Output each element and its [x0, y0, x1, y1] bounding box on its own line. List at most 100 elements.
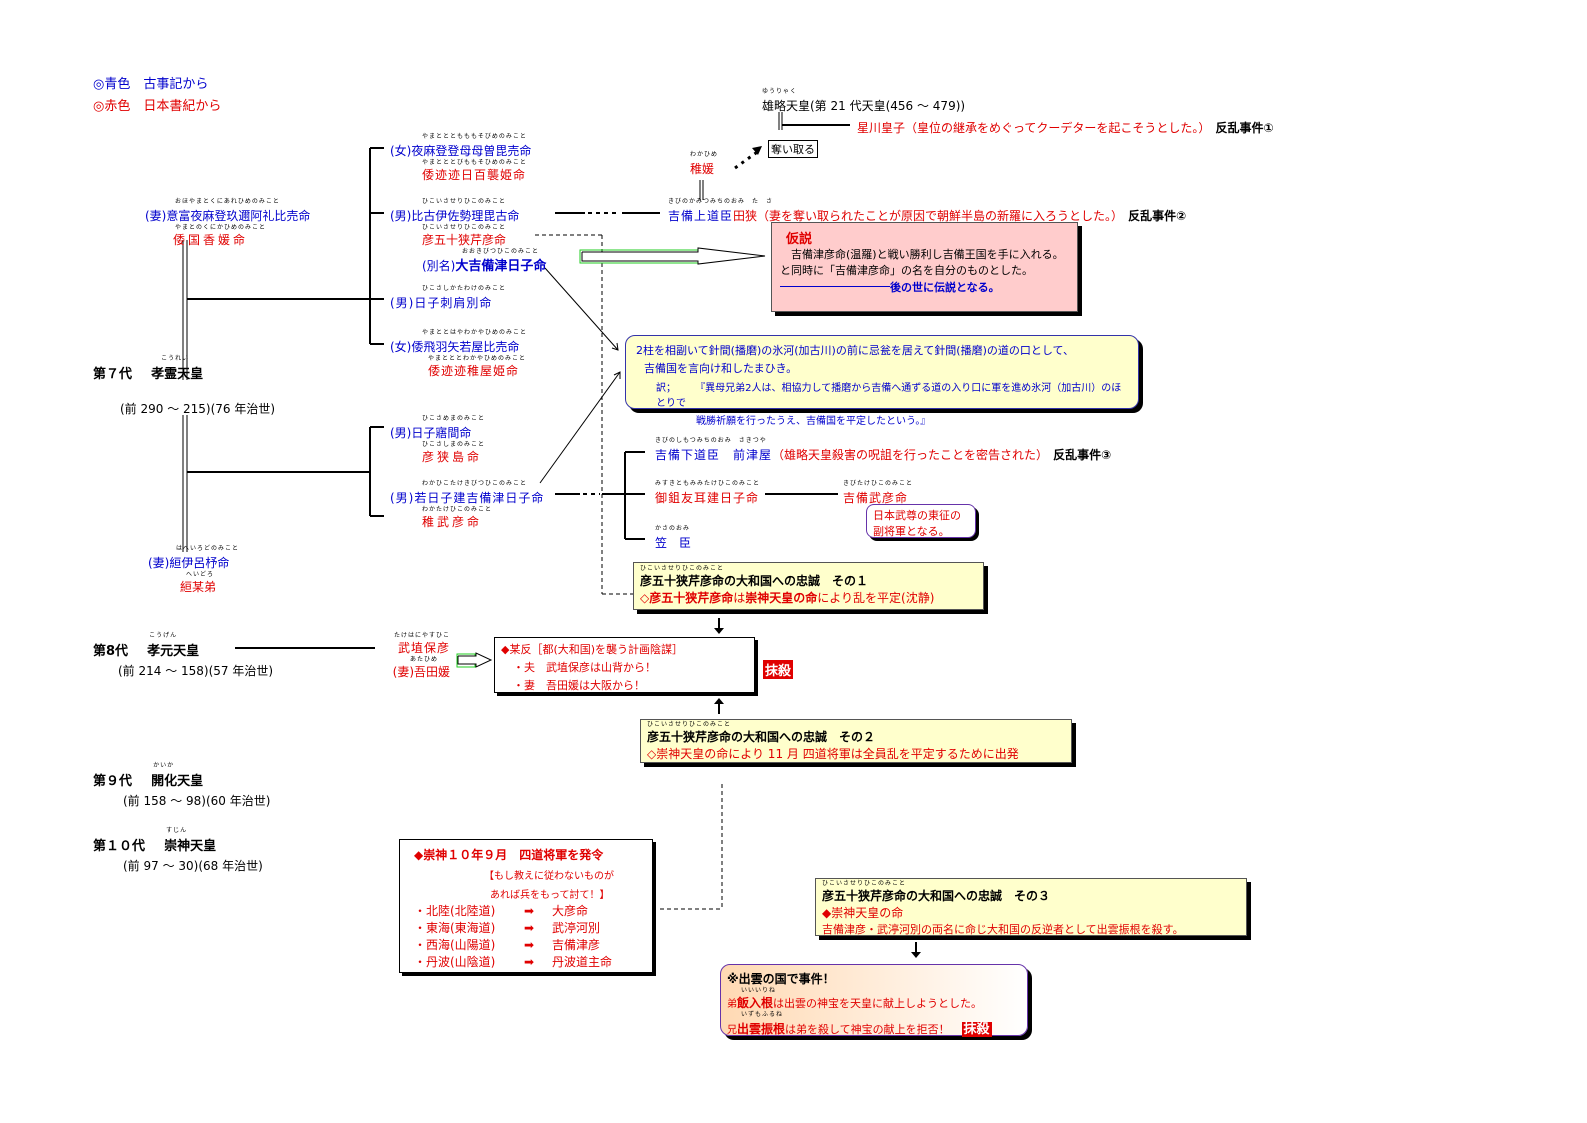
misuki: みすきともみみたけひこのみこと 御鉏友耳建日子命: [655, 480, 760, 506]
hypothesis-body: 吉備津彦命(温羅)と戦い勝利し吉備王国を手に入れる。と同時に「吉備津彦命」の名を…: [780, 248, 1064, 277]
shido-general: 丹波道主命: [552, 955, 613, 969]
child-wakaya: やまととはやわかやひめのみこと (女)倭飛羽矢若屋比売命 やまとととわかやひめの…: [390, 329, 527, 379]
loyalty-1-subject: ◇彦五十狭芹彦命: [640, 591, 734, 605]
arrow-right-icon: ➡: [524, 904, 535, 918]
child-nihonshoki: 彦五十狭芹彦命: [422, 233, 507, 247]
emperor-9-gen: 第９代: [93, 774, 133, 789]
child-nihonshoki: 倭迹迹日百襲姫命: [422, 168, 527, 182]
emperor-10-name: 崇神天皇: [164, 839, 217, 854]
alias-ruby: おおきびつひこのみこと: [462, 248, 540, 255]
child-kojiki: (男)若日子建吉備津日子命: [390, 491, 545, 505]
harima-trans-label: 訳；: [656, 383, 676, 394]
kibi-takehiko: きびたけひこのみこと 吉備武彦命: [843, 480, 913, 506]
loyalty-2-line: ◇崇神天皇の命により 11 月 四道将軍は全員乱を平定するために出発: [647, 747, 1019, 761]
wakahime: わかひめ 稚媛: [690, 151, 718, 177]
wife2-ruby: はへいろどのみこと: [176, 545, 240, 552]
child-yamatotomomoso: やまととともももそびめのみこと (女)夜麻登登母母曽毘売命 やまとととびももそひ…: [390, 133, 531, 183]
yuryaku-ruby: ゆうりゃく: [762, 88, 798, 95]
child-sashikatawake: ひこさしかたわけのみこと (男)日子刺肩別命: [390, 285, 506, 311]
harima-trans2: 戦勝祈願を行ったうえ、吉備国を平定したという。』: [696, 416, 931, 427]
shido-general: 大彦命: [552, 904, 589, 918]
child-nihonshoki: 稚武彦命: [422, 515, 483, 529]
loyalty-2-title: 彦五十狭芹彦命の大和国への忠誠 その２: [647, 730, 876, 744]
loyalty-1-ruby: ひこいさせりひこのみこと: [640, 565, 725, 572]
loyalty-2-box: ひこいさせりひこのみこと 彦五十狭芹彦命の大和国への忠誠 その２ ◇崇神天皇の命…: [640, 719, 1072, 763]
child-ruby: やまととともももそびめのみこと: [422, 133, 527, 140]
emperor-7-reign: (前 290 ～ 215)(76 年治世): [120, 402, 276, 416]
child-kojiki: (男)日子寤間命: [390, 426, 472, 440]
kamitsumichi-ruby: きびのかみつみちのおみ た さ: [668, 198, 774, 205]
alias-name: 大吉備津日子命: [455, 259, 547, 274]
wife1-ruby2: やまとのくにかひめのみこと: [175, 224, 266, 231]
child-nihonshoki: 倭迹迹稚屋姫命: [428, 364, 520, 378]
misuki-name: 御鉏友耳建日子命: [655, 491, 760, 505]
child-ruby2: やまとととびももそひめのみこと: [422, 159, 527, 166]
shido-general: 吉備津彦: [552, 938, 601, 952]
harima-line1: 2柱を相副いて針間(播磨)の氷河(加古川)の前に忌瓮を居えて針間(播磨)の道の口…: [636, 344, 1074, 357]
harima-line2: 吉備国を言向け和したまひき。: [644, 362, 798, 375]
atahime-name: (妻)吾田媛: [392, 665, 451, 679]
child-ruby: ひこさめまのみこと: [422, 415, 486, 422]
emperor-9: 第９代 かいか 開化天皇: [93, 762, 203, 789]
emperor-7-name: 孝霊天皇: [151, 367, 204, 382]
emperor-7-ruby: こうれい: [161, 355, 190, 362]
hypothesis-rule: [780, 286, 890, 287]
emperor-8-gen: 第8代: [93, 644, 129, 659]
emperor-8: 第8代 こうげん 孝元天皇: [93, 632, 199, 659]
wife2-nihonshoki: 絙某弟: [180, 580, 217, 594]
wife1-ruby: おほやまとくにあれひめのみこと: [175, 198, 280, 205]
izumo-title: ※出雲の国で事件！: [727, 972, 835, 986]
hypothesis-box: 仮説 吉備津彦命(温羅)と戦い勝利し吉備王国を手に入れる。と同時に「吉備津彦命」…: [771, 222, 1078, 312]
child-kojiki: (女)夜麻登登母母曽毘売命: [390, 144, 532, 158]
emperor-7: 第７代 こうれい 孝霊天皇: [93, 355, 204, 382]
shido-list: ・北陸(北陸道)➡大彦命 ・東海(東海道)➡武渟河別 ・西海(山陽道)➡吉備津彦…: [414, 903, 638, 971]
child-nihonshoki: 彦狭島命: [422, 450, 483, 464]
shido-item: ・東海(東海道)➡武渟河別: [414, 920, 638, 937]
izumo-ruby1: いいいりね: [741, 987, 777, 994]
shido-note2: あれば兵をもって討て！】: [490, 890, 610, 901]
izumo-box: ※出雲の国で事件！ いいいりね 弟飯入根は出雲の神宝を天皇に献上しようとした。 …: [720, 964, 1028, 1037]
rebellion-2-label: 反乱事件②: [1128, 209, 1187, 223]
plot-box: ◆某反［都(大和国)を襲う計画陰謀］ ・夫 武埴保彦は山背から！ ・妻 吾田媛は…: [494, 637, 755, 693]
plot-item-wife: ・妻 吾田媛は大阪から！: [513, 679, 645, 692]
atahime-ruby: あたひめ: [410, 656, 439, 663]
izumo-line2-rest: は弟を殺して神宝の献上を拒否！: [785, 1023, 950, 1036]
izumo-furune: 出雲振根: [737, 1022, 786, 1036]
wife1-nihonshoki: 倭国香媛命: [173, 233, 249, 247]
legend-nihonshoki: ◎赤色 日本書紀から: [93, 99, 222, 114]
wife2-ruby2: へいどろ: [186, 571, 215, 578]
hypothesis-title: 仮説: [786, 232, 813, 247]
yuryaku: ゆうりゃく 雄略天皇(第 21 代天皇(456 ～ 479)): [762, 88, 965, 114]
wife1: おほやまとくにあれひめのみこと (妻)意富夜麻登玖邇阿礼比売命 やまとのくにかひ…: [145, 198, 310, 248]
wakahime-ruby: わかひめ: [690, 151, 719, 158]
emperor-10-reign: (前 97 ～ 30)(68 年治世): [123, 859, 263, 873]
loyalty-1-title: 彦五十狭芹彦命の大和国への忠誠 その１: [640, 574, 869, 588]
child-ruby2: ひこいさせりひこのみこと: [422, 224, 507, 231]
shimotsumichi-name: 吉備下道臣 前津屋: [655, 448, 773, 462]
arrow-right-icon: ➡: [524, 955, 535, 969]
emperor-10: 第１０代 すじん 崇神天皇: [93, 827, 217, 854]
shimotsumichi-desc: （雄略天皇殺害の呪詛を行ったことを密告された）: [772, 448, 1049, 462]
takehani-name: 武埴保彦: [398, 641, 451, 655]
child-kojiki: (男)比古伊佐勢理毘古命: [390, 209, 520, 223]
child-ruby: ひこさしかたわけのみこと: [422, 285, 507, 292]
loyalty-3-title: 彦五十狭芹彦命の大和国への忠誠 その３: [822, 889, 1051, 903]
kasa-omi: かさのおみ 笠 臣: [655, 525, 691, 551]
emperor-8-reign: (前 214 ～ 158)(57 年治世): [118, 664, 274, 678]
plot-item-husband: ・夫 武埴保彦は山背から！: [513, 661, 656, 674]
kasa-ruby: かさのおみ: [655, 525, 691, 532]
arrow-right-icon: ➡: [524, 938, 535, 952]
legend-kojiki: ◎青色 古事記から: [93, 77, 209, 92]
yamatotakeru-note-text: 日本武尊の東征の副将軍となる。: [873, 509, 961, 538]
loyalty-1-box: ひこいさせりひこのみこと 彦五十狭芹彦命の大和国への忠誠 その１ ◇彦五十狭芹彦…: [633, 562, 984, 610]
shimotsumichi: きびのしもつみちのおみ さきつや 吉備下道臣 前津屋（雄略天皇殺害の呪詛を行った…: [655, 437, 1111, 463]
kasa-name: 笠 臣: [655, 536, 692, 550]
kamitsumichi: きびのかみつみちのおみ た さ 吉備上道臣田狭（妻を奪い取られたことが原因で朝鮮…: [668, 198, 1186, 224]
child-kojiki: (男)日子刺肩別命: [390, 296, 493, 310]
child-ruby2: ひこさしまのみこと: [422, 441, 486, 448]
hypothesis-footer: 後の世に伝説となる。: [890, 281, 1000, 294]
shido-box: ◆崇神１０年９月 四道将軍を発令 【もし教えに従わないものが あれば兵をもって討…: [399, 839, 653, 973]
loyalty-3-line1: ◆崇神天皇の命: [822, 906, 904, 920]
arrow-right-icon: ➡: [524, 921, 535, 935]
